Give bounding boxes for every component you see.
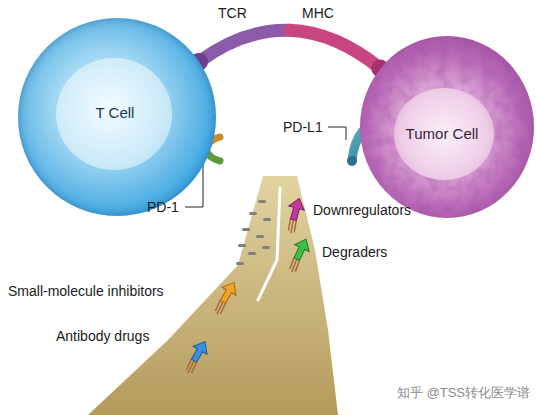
drug-class: Downregulators <box>313 202 411 219</box>
drug-arrow <box>282 196 307 235</box>
lane-divider <box>258 188 280 300</box>
pills <box>236 200 271 265</box>
watermark: 知乎 @TSS转化医学谱 <box>397 385 530 401</box>
drug-arrow <box>209 279 241 318</box>
tcr-mhc-bond <box>190 30 389 77</box>
cell-name: Tumor Cell <box>406 125 479 142</box>
part-name: PD-L1 <box>283 119 323 136</box>
drug-class: Degraders <box>322 244 387 261</box>
part-name: TCR <box>218 5 247 22</box>
drug-arrow <box>180 338 212 377</box>
leader-line <box>328 127 346 140</box>
tcr-band <box>199 30 290 61</box>
drug-arrow <box>284 236 314 275</box>
tumor-cell: Tumor Cell <box>360 36 534 218</box>
cell-name: T Cell <box>96 104 135 121</box>
part-name: MHC <box>302 5 334 22</box>
drug-class: Small-molecule inhibitors <box>8 283 164 300</box>
part-name: PD-1 <box>147 199 179 216</box>
t-cell: T Cell <box>18 18 216 216</box>
drug-class: Antibody drugs <box>56 328 149 345</box>
